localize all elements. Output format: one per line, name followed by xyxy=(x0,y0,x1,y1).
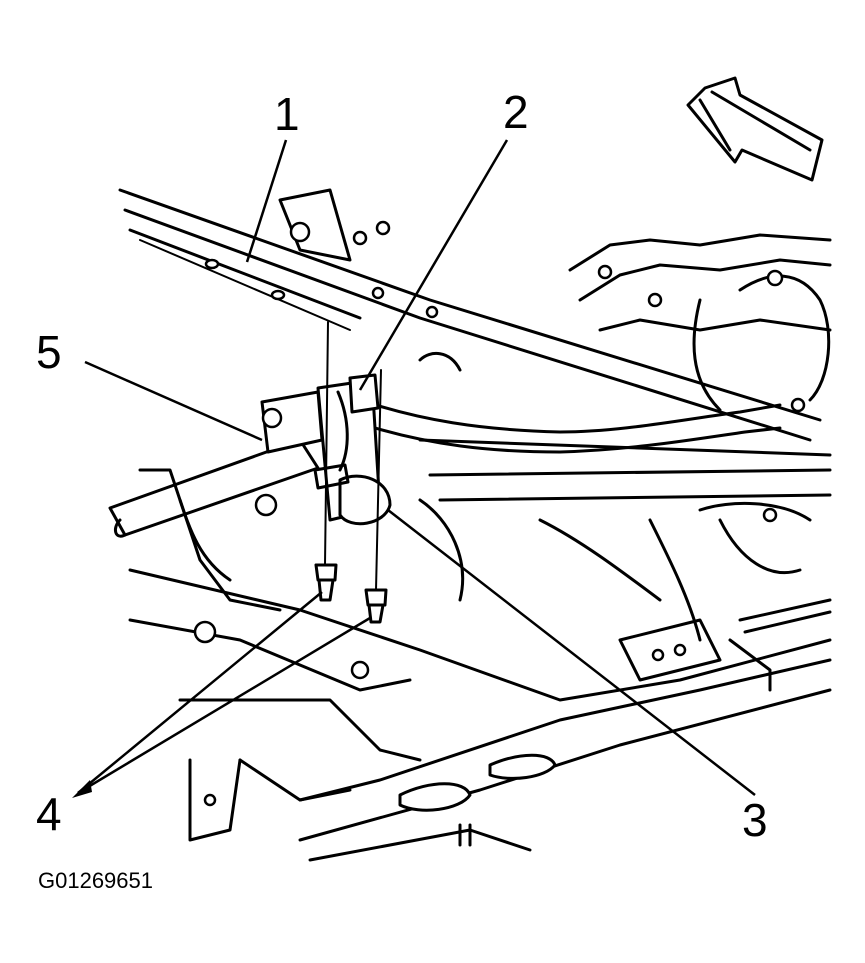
leader-lines xyxy=(72,139,756,798)
callout-5: 5 xyxy=(36,326,62,378)
crossmember xyxy=(568,233,832,413)
callout-2: 2 xyxy=(503,86,529,138)
figure-id: G01269651 xyxy=(38,868,153,893)
lower-frame xyxy=(128,468,832,862)
callout-4: 4 xyxy=(36,788,62,840)
callout-3: 3 xyxy=(742,794,768,846)
front-direction-arrow-icon xyxy=(686,76,824,182)
bushing-clamp xyxy=(313,373,392,526)
stabilizer-bar xyxy=(358,351,832,502)
frame-rail xyxy=(118,188,822,442)
stabilizer-link-bracket xyxy=(108,390,324,538)
callout-1: 1 xyxy=(274,88,300,140)
